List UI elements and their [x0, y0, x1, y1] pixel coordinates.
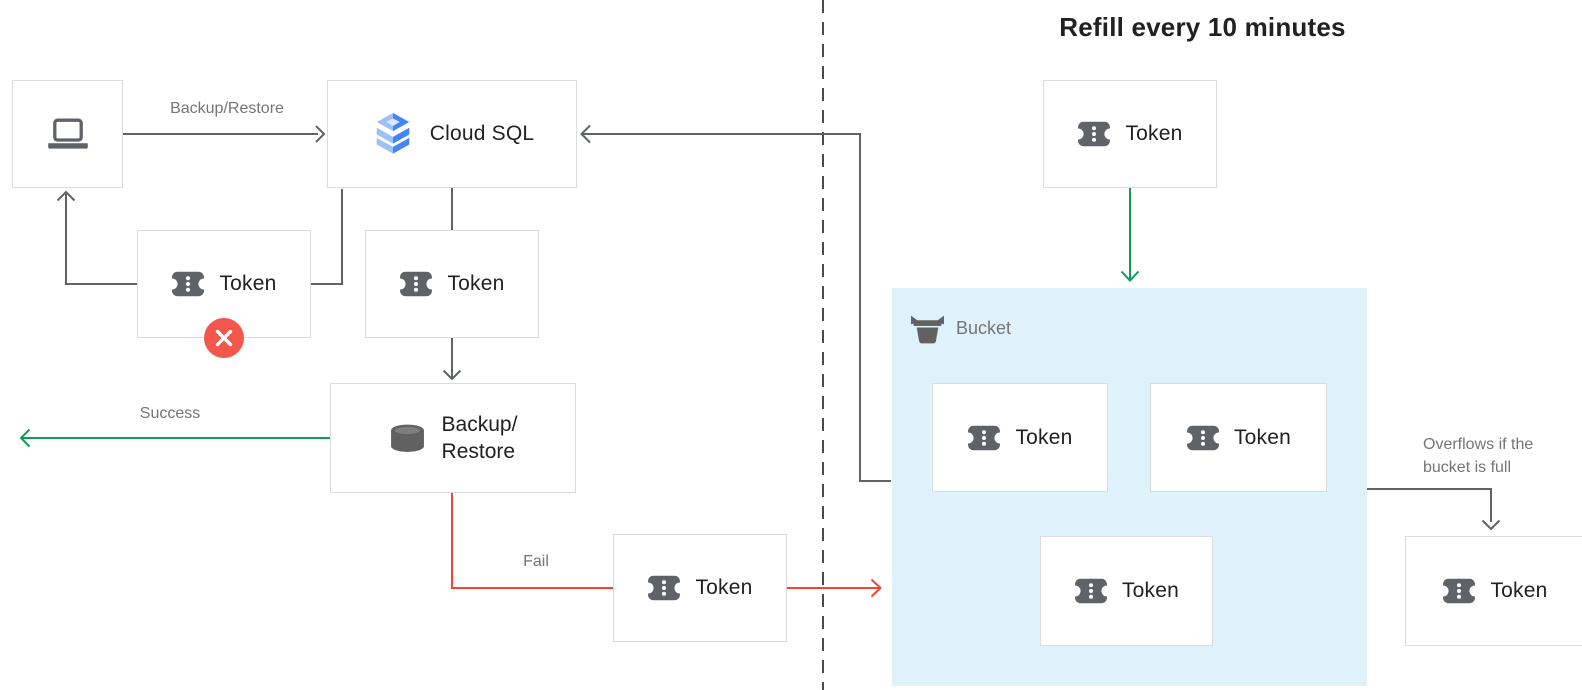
edge-fail — [451, 493, 613, 589]
token-icon — [171, 269, 205, 299]
node-label: Token — [695, 576, 753, 599]
bucket-header: Bucket — [910, 313, 1011, 344]
arrowhead-down-icon — [1481, 519, 1501, 531]
node-label: Token — [219, 272, 277, 295]
bucket-icon — [910, 313, 945, 344]
token-icon — [1442, 576, 1476, 606]
token-icon — [967, 423, 1001, 453]
bucket-label: Bucket — [956, 318, 1012, 338]
node-label: Token — [1233, 425, 1292, 449]
node-label: Token — [1015, 425, 1073, 449]
node-bucket-token-3: Token — [1040, 536, 1213, 646]
node-cloud-sql: Cloud SQL — [327, 80, 577, 188]
node-backup-restore: Backup/ Restore — [330, 383, 576, 493]
node-bucket-token-1: Token — [932, 383, 1108, 492]
edge-label-backup-restore: Backup/Restore — [170, 100, 284, 117]
node-token-overflow: Token — [1405, 536, 1582, 646]
arrowhead-left-icon — [580, 124, 591, 144]
error-badge — [204, 318, 244, 358]
node-bucket-token-2: Token — [1150, 383, 1327, 492]
edge-label-fail: Fail — [523, 553, 549, 570]
edge-bucket-overflow — [1367, 488, 1492, 522]
edge-label-success: Success — [139, 405, 201, 422]
node-client — [12, 80, 123, 188]
token-icon — [1074, 576, 1108, 606]
arrowhead-right-icon — [870, 578, 882, 598]
token-icon — [1186, 423, 1220, 453]
token-icon — [647, 573, 681, 603]
edge-token-to-client — [65, 194, 137, 285]
edge-label-overflow: Overflows if the bucket is full — [1423, 433, 1533, 479]
edge-cloudsql-to-rejected-token — [311, 189, 343, 285]
edge-label-overflow-line1: Overflows if the — [1423, 436, 1534, 453]
arrowhead-down-icon — [1120, 270, 1140, 282]
laptop-icon — [46, 118, 90, 151]
edge-bucket-to-cloudsql — [581, 133, 891, 482]
cloud-sql-icon — [370, 112, 416, 156]
node-label: Token — [1125, 122, 1183, 145]
edge-label-overflow-line2: bucket is full — [1423, 459, 1512, 476]
database-icon — [389, 424, 426, 453]
node-token-refill: Token — [1043, 80, 1217, 188]
node-label-line1: Backup/ — [441, 412, 518, 436]
page-title: Refill every 10 minutes — [1059, 12, 1346, 42]
node-label: Token — [1490, 579, 1548, 602]
error-x-icon — [215, 329, 233, 347]
node-token-failed: Token — [613, 534, 787, 642]
node-label-line2: Restore — [441, 440, 516, 463]
arrowhead-up-icon — [56, 190, 76, 202]
token-icon — [1077, 119, 1111, 149]
node-token-in-use: Token — [365, 230, 539, 338]
token-icon — [399, 269, 433, 299]
arrowhead-right-icon — [315, 125, 326, 143]
node-label: Cloud SQL — [429, 122, 535, 145]
arrowhead-down-icon — [442, 369, 462, 381]
node-label: Token — [1121, 579, 1180, 602]
arrowhead-left-icon — [19, 428, 31, 448]
node-label: Backup/ Restore — [442, 411, 518, 466]
node-label: Token — [447, 272, 505, 295]
